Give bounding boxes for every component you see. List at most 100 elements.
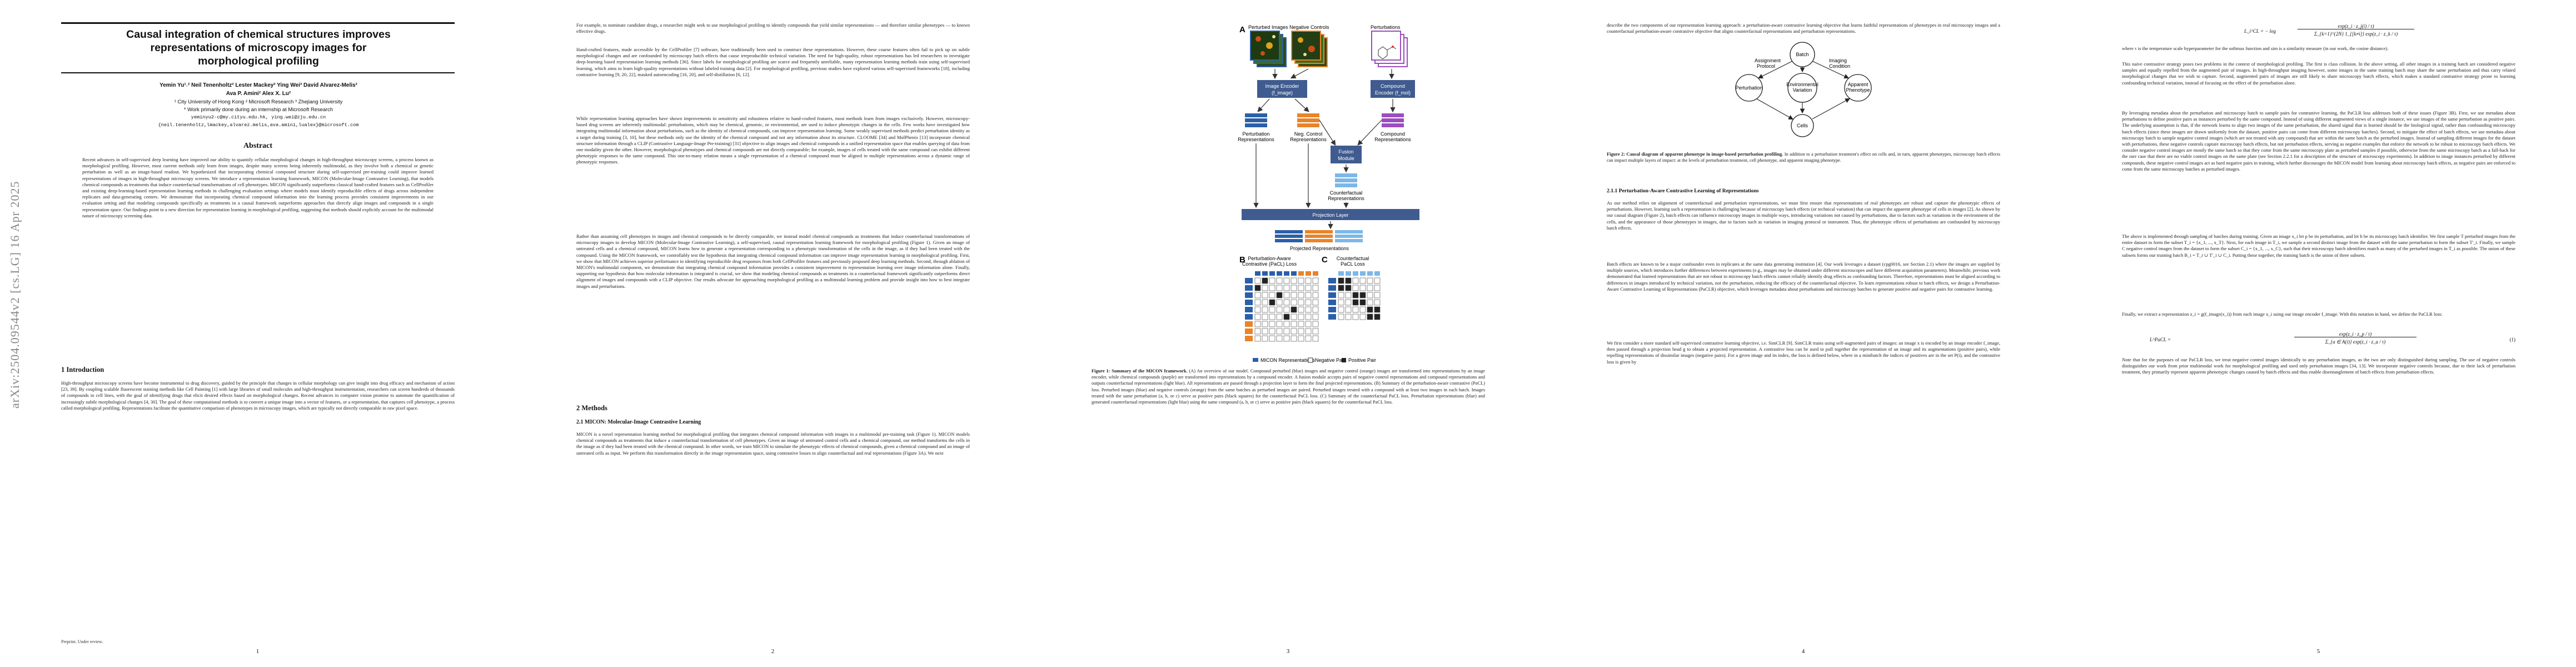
negative-pair-cell: [1269, 277, 1275, 284]
grid-row-header: [1328, 307, 1336, 312]
negative-pair-cell: [1262, 306, 1268, 313]
grid-row-header: [1245, 292, 1253, 298]
equation-simclr: L_i^CL = − log exp(z_i · z_j(i) / τ) Σ_{…: [2244, 23, 2422, 41]
negative-pair-cell: [1276, 306, 1283, 313]
grid-column-header: [1262, 271, 1268, 276]
equation-paclr: L^PaCL = exp(z_i · z_p / τ) Σ_{a ∈ A(i)}…: [2150, 331, 2515, 350]
grid-column-header: [1367, 271, 1373, 276]
negative-pair-cell: [1262, 328, 1268, 335]
negative-pair-cell: [1291, 277, 1297, 284]
negative-pair-cell: [1345, 299, 1352, 306]
node-apparent-phenotype: [1844, 74, 1872, 102]
label-negative-controls: Negative Controls: [1289, 24, 1329, 30]
fusion-module-block: [1331, 146, 1362, 163]
projected-representation-bars: [1275, 230, 1363, 242]
negative-pair-cell: [1291, 321, 1297, 327]
projection-layer-block: [1242, 209, 1419, 220]
positive-pair-cell: [1352, 292, 1359, 298]
compound-representation-bars: [1382, 113, 1404, 127]
subsection-heading-paclr: 2.1.1 Perturbation-Aware Contrastive Lea…: [1607, 188, 1759, 194]
node-perturbation-label: Perturbation: [1735, 85, 1762, 91]
counterfactual-loss-grid: [1328, 271, 1381, 320]
positive-pair-cell: [1374, 306, 1381, 313]
page-1: arXiv:2504.09544v2 [cs.LG] 16 Apr 2025 C…: [0, 0, 515, 667]
negative-pair-cell: [1298, 299, 1304, 306]
compound-encoder-label: Compound: [1381, 83, 1405, 89]
negative-pair-cell: [1338, 306, 1344, 313]
label-pacl-loss: Perturbation-Aware: [1248, 256, 1291, 261]
positive-pair-cell: [1276, 292, 1283, 298]
negative-pair-cell: [1367, 285, 1373, 291]
node-env-label: Variation: [1793, 87, 1812, 93]
negative-pair-cell: [1291, 335, 1297, 342]
email[interactable]: {neil.tenenholtz,lmackey,alvarez.melis,a…: [158, 122, 359, 128]
negative-pair-cell: [1276, 313, 1283, 320]
grid-row-header: [1328, 292, 1336, 298]
negative-pair-cell: [1262, 285, 1268, 291]
legend-swatch-positive: [1342, 358, 1346, 362]
negative-pair-cell: [1374, 277, 1381, 284]
perturbation-representation-bars: [1245, 113, 1267, 127]
negative-pair-cell: [1276, 321, 1283, 327]
grid-column-header: [1346, 271, 1351, 276]
label-pacl-loss: Contrastive (PaCL) Loss: [1242, 261, 1297, 267]
negative-pair-cell: [1345, 313, 1352, 320]
author-names: Yemin Yu¹˒² Neil Tenenholtz² Lester Mack…: [160, 82, 357, 88]
negative-pair-cell: [1276, 277, 1283, 284]
negative-pair-cell: [1254, 292, 1261, 298]
negative-pair-cell: [1305, 299, 1312, 306]
edge-label-condition: Condition: [1829, 63, 1850, 69]
label-counterfactual-representations: Counterfactual: [1330, 190, 1363, 196]
negative-pair-cell: [1359, 285, 1366, 291]
title-line: morphological profiling: [198, 55, 319, 67]
equation-denominator: Σ_{k=1}^{2N} 1_{[k≠i]} exp(z_i · z_k / τ…: [2314, 31, 2398, 37]
projection-layer-label: Projection Layer: [1312, 212, 1348, 218]
figure-1-caption: Figure 1: Summary of the MICON framework…: [1092, 368, 1485, 405]
footnote-internship: * Work primarily done during an internsh…: [183, 106, 333, 112]
fusion-module-label: Module: [1338, 156, 1354, 161]
page-number: 3: [1286, 648, 1290, 655]
negative-pair-cell: [1338, 299, 1344, 306]
molecule-stack: [1371, 31, 1408, 67]
negative-pair-cell: [1283, 335, 1290, 342]
node-env-label: Environmental: [1786, 82, 1818, 87]
arxiv-identifier: arXiv:2504.09544v2 [cs.LG] 16 Apr 2025: [8, 181, 22, 409]
node-batch-label: Batch: [1796, 52, 1808, 57]
positive-pair-cell: [1367, 313, 1373, 320]
equation-numerator: exp(z_i · z_j(i) / τ): [2298, 23, 2414, 29]
negative-pair-cell: [1359, 306, 1366, 313]
negative-pair-cell: [1254, 299, 1261, 306]
negative-pair-cell: [1312, 321, 1319, 327]
paragraph: This naive contrastive strategy poses tw…: [2122, 61, 2515, 86]
node-apparent-label: Phenotype: [1846, 87, 1870, 93]
positive-pair-cell: [1283, 313, 1290, 320]
grid-row-header: [1328, 285, 1336, 291]
grid-column-header: [1353, 271, 1358, 276]
negative-pair-cell: [1262, 292, 1268, 298]
label-perturbed-images: Perturbed Images: [1248, 24, 1288, 30]
equation-numerator: exp(z_i · z_p / τ): [2294, 331, 2416, 337]
label-projected-representations: Projected Representations: [1290, 246, 1349, 251]
image-encoder-label: Image Encoder: [1265, 83, 1299, 89]
positive-pair-cell: [1269, 299, 1275, 306]
paragraph: Note that for the purposes of our PaCLR …: [2122, 357, 2515, 375]
negative-pair-cell: [1305, 306, 1312, 313]
page-number: 4: [1801, 648, 1805, 655]
negative-pair-cell: [1254, 277, 1261, 284]
image-encoder-symbol: (f_image): [1272, 90, 1293, 96]
negative-pair-cell: [1254, 321, 1261, 327]
grid-row-header: [1245, 321, 1253, 327]
grid-row-header: [1328, 278, 1336, 283]
grid-row-header: [1245, 278, 1253, 283]
panel-b-label: B: [1239, 255, 1245, 265]
negative-pair-cell: [1298, 285, 1304, 291]
panel-a-label: A: [1239, 25, 1245, 34]
introduction-text: High-throughput microscopy screens have …: [61, 380, 455, 411]
page-4: describe the two components of our repre…: [1546, 0, 2061, 667]
grid-row-header: [1245, 328, 1253, 334]
page-3: A Perturbed Images Negative Controls Per…: [1030, 0, 1546, 667]
email[interactable]: yeminyu2-c@my.cityu.edu.hk, ying.wei@zju…: [191, 115, 326, 120]
page-number: 5: [2316, 648, 2320, 655]
positive-pair-cell: [1374, 313, 1381, 320]
negative-pair-cell: [1298, 313, 1304, 320]
